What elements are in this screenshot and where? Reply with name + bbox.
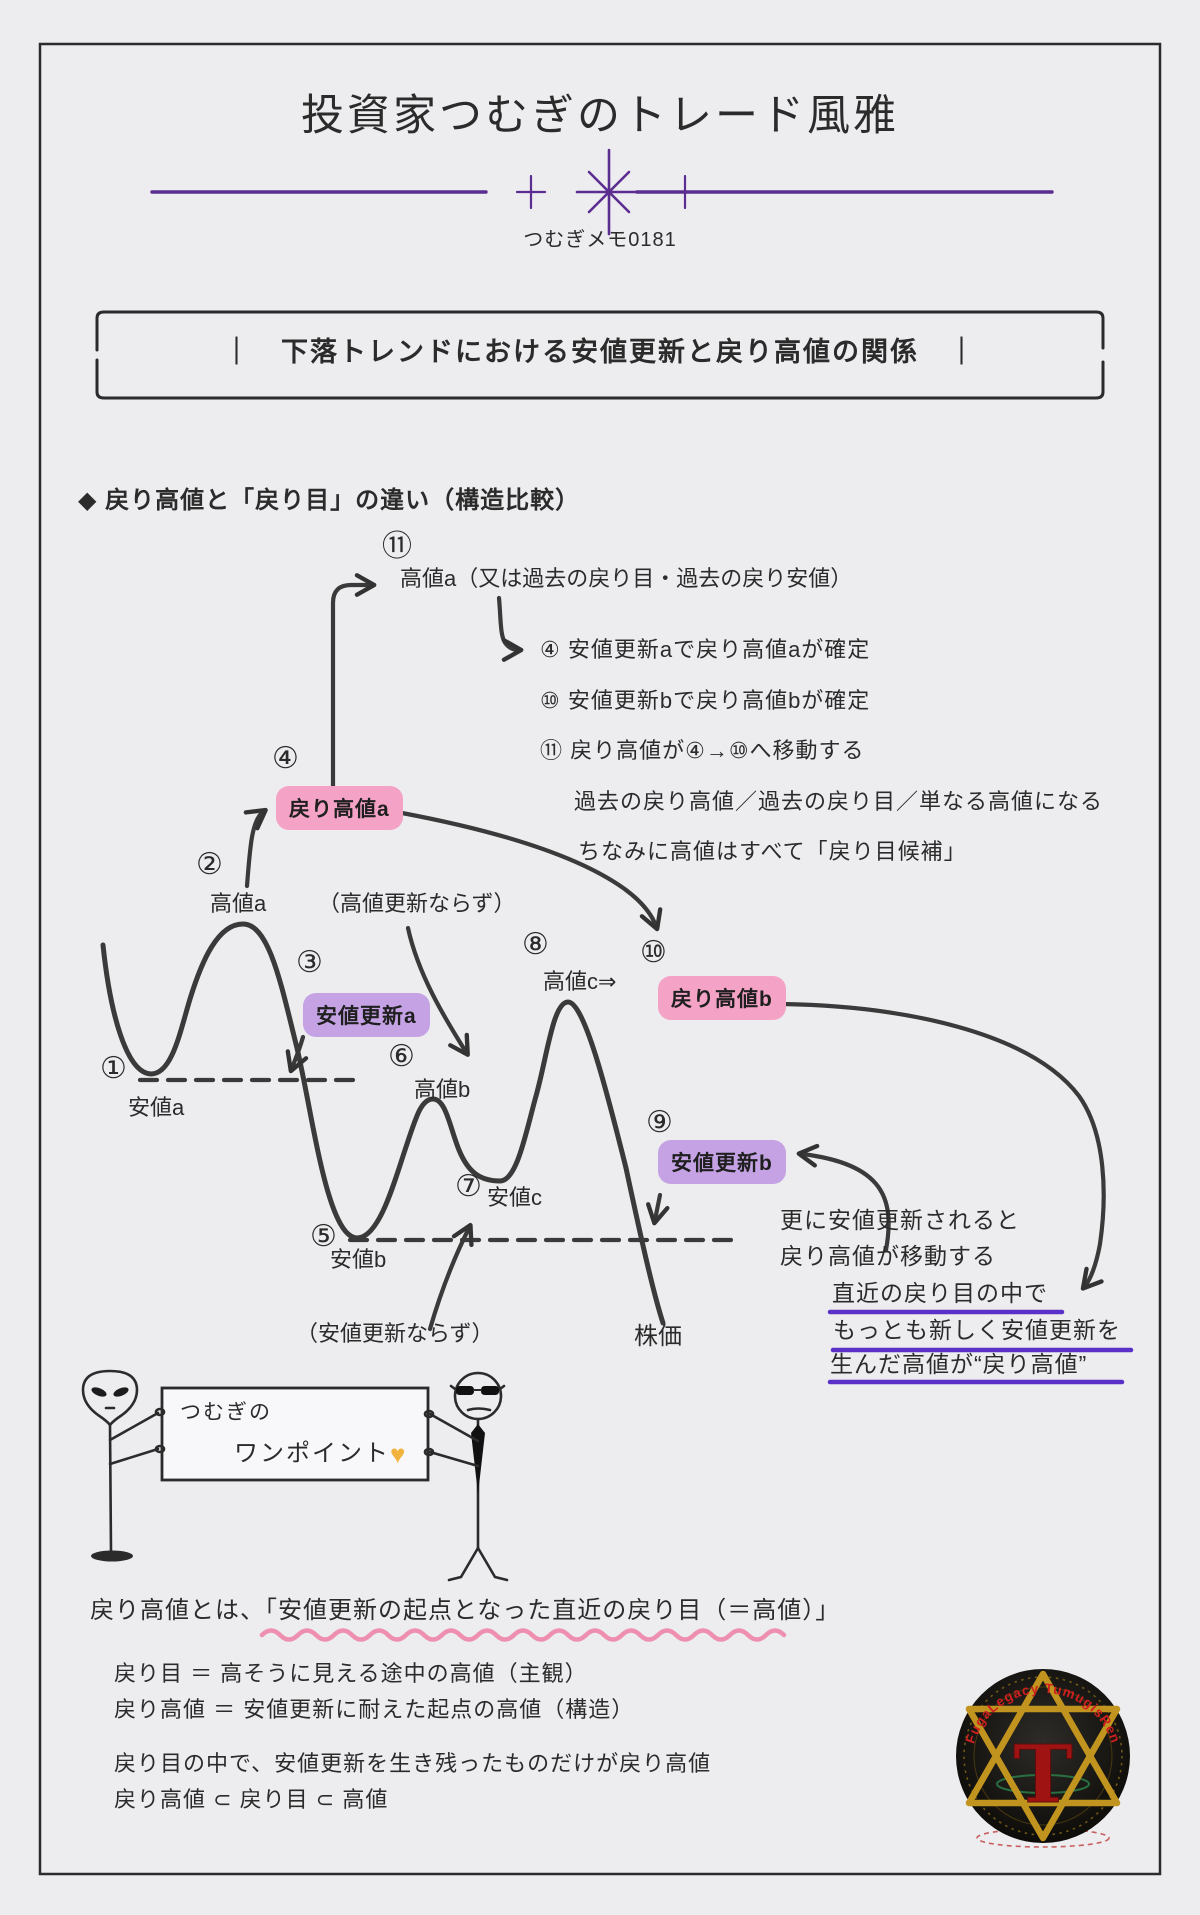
definition-modori-takane: 戻り高値 ＝ 安値更新に耐えた起点の高値（構造） <box>114 1697 635 1722</box>
heart-icon: ♥ <box>390 1439 408 1469</box>
label-no-high-update: （高値更新ならず） <box>318 891 516 916</box>
marker-8: ⑧ <box>522 928 549 961</box>
memo-number: つむぎメモ0181 <box>523 229 677 251</box>
note-line-4: 過去の戻り高値／過去の戻り目／単なる高値になる <box>574 789 1104 814</box>
section-heading: ◆ 戻り高値と「戻り目」の違い（構造比較） <box>78 487 581 514</box>
sparkle-divider <box>150 148 1054 236</box>
arrow-higha-to-pill-a <box>243 807 268 889</box>
arrow-low-update-a <box>285 1034 309 1074</box>
page-title: 投資家つむぎのトレード風雅 <box>301 92 899 140</box>
onepoint-label: ワンポイント <box>234 1440 390 1467</box>
definition-subset: 戻り高値 ⊂ 戻り目 ⊂ 高値 <box>114 1787 389 1812</box>
arrow-pill-a-to-headline <box>330 573 377 789</box>
pill-low-update-a: 安値更新a <box>303 993 430 1037</box>
arrow-low-update-b <box>646 1192 670 1226</box>
alien-base <box>91 1550 133 1562</box>
note-line-1: ④ 安値更新aで戻り高値aが確定 <box>540 637 871 662</box>
alien-figure <box>81 1369 166 1562</box>
label-low-b: 安値b <box>330 1247 387 1272</box>
alien-eye-right <box>113 1387 129 1397</box>
arrow-headline-to-note <box>496 595 524 662</box>
note-line-2: ⑩ 安値更新bで戻り高値bが確定 <box>540 688 871 713</box>
brand-logo: FugaLegacy TumugisRen T <box>956 1669 1130 1848</box>
marker-1: ① <box>100 1052 127 1085</box>
pill-return-high-a: 戻り高値a <box>276 786 403 830</box>
label-high-c: 高値c⇒ <box>543 969 617 994</box>
sunglasses-left <box>456 1386 474 1395</box>
man-figure <box>423 1371 509 1582</box>
marker-3: ③ <box>296 946 323 979</box>
label-high-a: 高値a <box>210 891 267 916</box>
top-headline: 高値a（又は過去の戻り目・過去の戻り安値） <box>400 566 853 591</box>
side-note-underlined-2: もっとも新しく安値更新を <box>833 1317 1121 1343</box>
definition-main: 戻り高値とは、「安値更新の起点となった直近の戻り目（＝高値）」 <box>90 1597 841 1624</box>
arrow-into-pill-low-b <box>796 1143 891 1253</box>
marker-10: ⑩ <box>640 936 667 969</box>
note-line-5: ちなみに高値はすべて「戻り目候補」 <box>578 839 967 864</box>
side-note-2: 戻り高値が移動する <box>780 1243 996 1269</box>
logo-orbit <box>976 1828 1110 1848</box>
logo-letter: T <box>1013 1727 1073 1821</box>
side-note-underlined-1: 直近の戻り目の中で <box>832 1280 1048 1306</box>
label-high-b: 高値b <box>414 1077 471 1102</box>
logo-green-ring <box>996 1774 1090 1794</box>
label-price: 株価 <box>634 1323 682 1350</box>
marker-9: ⑨ <box>646 1106 673 1139</box>
pill-return-high-b: 戻り高値b <box>658 976 786 1020</box>
marker-5: ⑤ <box>310 1220 337 1253</box>
onepoint-line-1: つむぎの <box>180 1401 272 1424</box>
note-line-3: ⑪ 戻り高値が④→⑩へ移動する <box>540 738 865 763</box>
label-low-c: 安値c <box>487 1185 543 1210</box>
marker-11: ⑪ <box>382 530 412 563</box>
label-no-low-update: （安値更新ならず） <box>296 1321 494 1346</box>
alien-eye-left <box>91 1387 107 1397</box>
onepoint-line-2: ワンポイント♥ <box>234 1438 407 1471</box>
side-note-underlined-3: 生んだ高値が“戻り高値” <box>830 1351 1088 1377</box>
boxed-heading: ｜ 下落トレンドにおける安値更新と戻り高値の関係 ｜ <box>223 337 977 367</box>
definition-modorime: 戻り目 ＝ 高そうに見える途中の高値（主観） <box>114 1661 588 1686</box>
wavy-underline-pink <box>259 1628 787 1642</box>
sunglasses-right <box>481 1386 499 1395</box>
marker-6: ⑥ <box>388 1040 415 1073</box>
marker-2: ② <box>196 848 223 881</box>
pill-low-update-b: 安値更新b <box>658 1140 786 1184</box>
marker-7: ⑦ <box>455 1170 482 1203</box>
logo-hexagram <box>965 1670 1121 1842</box>
arrow-no-low-update-to-low-c <box>427 1222 474 1332</box>
marker-4: ④ <box>272 742 299 775</box>
logo-arc-text: FugaLegacy TumugisRen <box>963 1681 1124 1746</box>
definition-survive: 戻り目の中で、安値更新を生き残ったものだけが戻り高値 <box>114 1751 712 1776</box>
side-note-1: 更に安値更新されると <box>780 1207 1020 1233</box>
label-low-a: 安値a <box>128 1095 185 1120</box>
necktie <box>471 1424 485 1494</box>
